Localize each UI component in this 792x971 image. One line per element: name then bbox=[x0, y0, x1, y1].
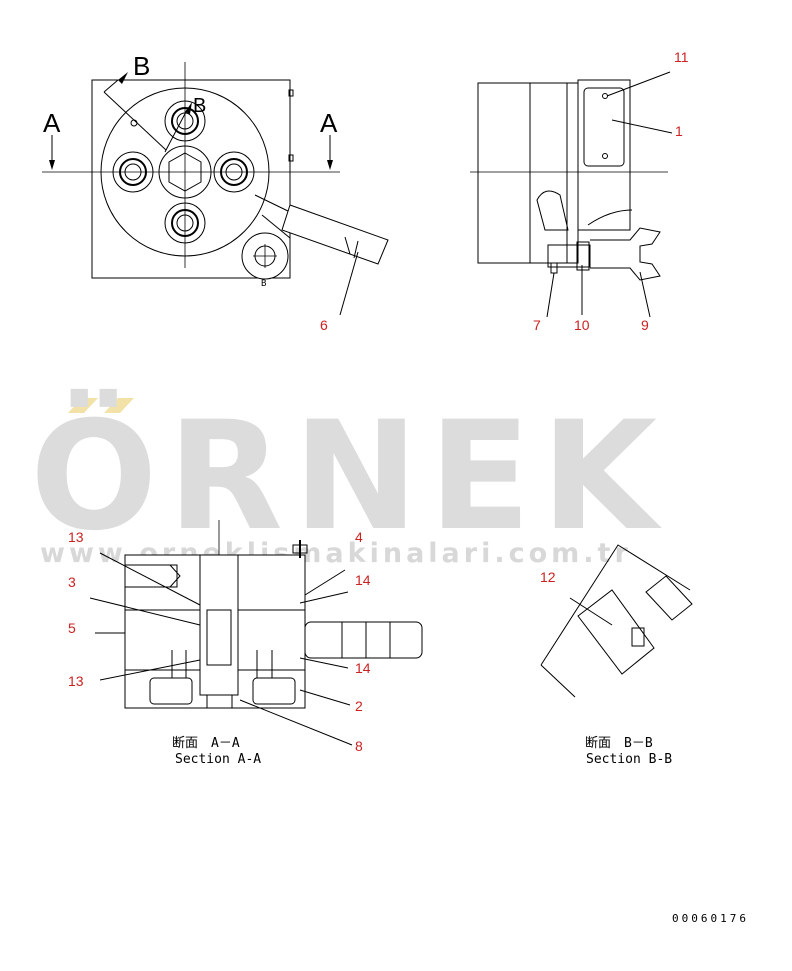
callout-14-top: 14 bbox=[355, 572, 371, 588]
callout-7: 7 bbox=[533, 317, 541, 333]
callout-10: 10 bbox=[574, 317, 590, 333]
callout-14-bottom: 14 bbox=[355, 660, 371, 676]
watermark: ÖRNEK www.orneklismakinalari.com.tr bbox=[30, 388, 667, 569]
hex-nut-icon bbox=[168, 152, 202, 192]
watermark-accent-right bbox=[104, 398, 134, 413]
arrow-down-icon bbox=[327, 160, 333, 170]
section-aa-title-jp: 断面 A－A bbox=[172, 736, 240, 751]
top-view-housing bbox=[91, 79, 291, 279]
callout-13-top: 13 bbox=[68, 529, 84, 545]
top-view: B A A B B 6 bbox=[42, 51, 389, 333]
callout-13-bottom: 13 bbox=[68, 673, 84, 689]
callout-1: 1 bbox=[675, 123, 683, 139]
top-view-handle bbox=[254, 194, 389, 265]
callout-11: 11 bbox=[674, 49, 689, 65]
section-aa-title-en: Section A-A bbox=[175, 752, 261, 767]
watermark-accent-left bbox=[68, 398, 98, 413]
side-view-body bbox=[477, 82, 579, 264]
callout-5: 5 bbox=[68, 620, 76, 636]
section-a-left-label: A bbox=[43, 108, 61, 138]
section-aa: 13 3 5 13 4 14 14 2 8 断面 A－A Section A-A bbox=[68, 520, 423, 767]
section-bb: 12 断面 B－B Section B-B bbox=[540, 544, 693, 767]
callout-6: 6 bbox=[320, 317, 328, 333]
callout-3: 3 bbox=[68, 574, 76, 590]
side-view: 11 1 7 10 9 bbox=[470, 49, 689, 333]
callout-2: 2 bbox=[355, 698, 363, 714]
section-bb-title-jp: 断面 B－B bbox=[585, 736, 653, 751]
arrow-down-icon bbox=[49, 160, 55, 170]
callout-8: 8 bbox=[355, 738, 363, 754]
watermark-main: ÖRNEK bbox=[30, 388, 667, 564]
small-b-label: B bbox=[261, 279, 266, 289]
section-a-right-label: A bbox=[320, 108, 338, 138]
top-view-disc bbox=[100, 87, 270, 257]
top-view-ports bbox=[112, 100, 255, 244]
section-b-inner-label: B bbox=[193, 95, 206, 117]
callout-9: 9 bbox=[641, 317, 649, 333]
drawing-number: 00060176 bbox=[672, 912, 749, 925]
arrow-up-left-icon bbox=[118, 72, 128, 84]
arrow-up-right-icon bbox=[185, 102, 192, 114]
callout-4: 4 bbox=[355, 529, 363, 545]
section-bb-title-en: Section B-B bbox=[586, 752, 672, 767]
callout-12: 12 bbox=[540, 569, 556, 585]
section-b-label: B bbox=[133, 51, 150, 81]
